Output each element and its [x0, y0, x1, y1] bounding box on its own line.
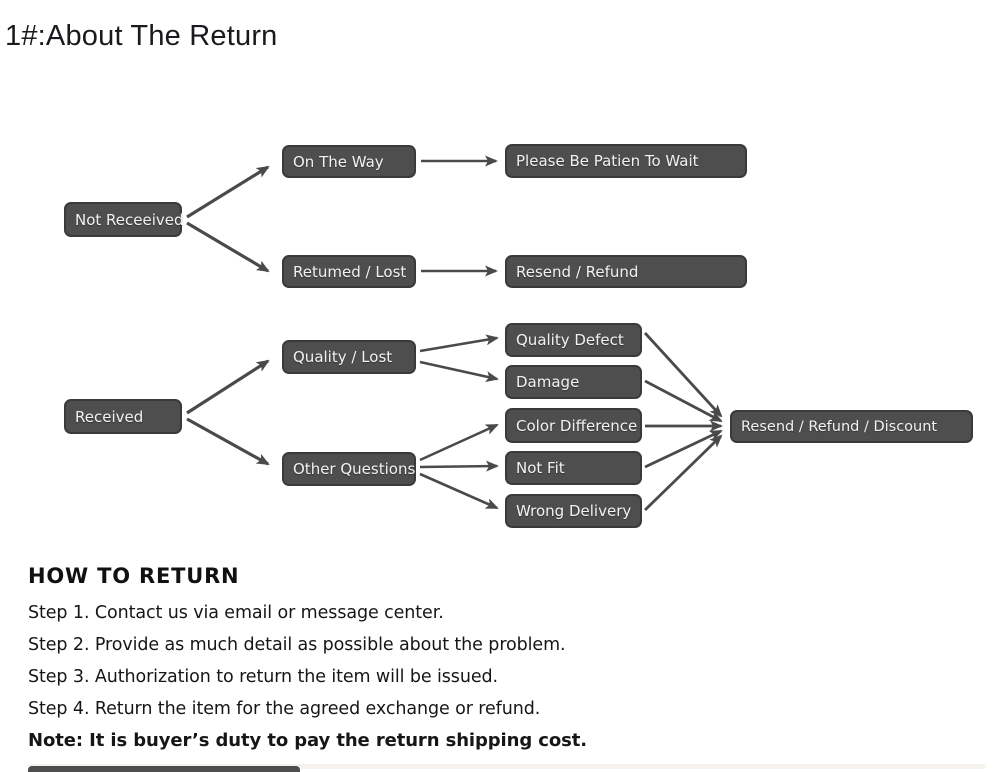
node-damage: Damage [505, 365, 642, 399]
node-returned-lost: Retumed / Lost [282, 255, 416, 288]
arrow-received-qualitylost [186, 359, 270, 415]
return-step-4: Step 4. Return the item for the agreed e… [28, 699, 541, 719]
arrow-qualitylost-damage [419, 360, 499, 382]
how-to-return-heading: HOW TO RETURN [28, 564, 240, 588]
node-on-the-way: On The Way [282, 145, 416, 178]
node-not-received: Not Receeived [64, 202, 184, 237]
return-step-3: Step 3. Authorization to return the item… [28, 667, 498, 687]
arrow-received-otherq [186, 417, 270, 466]
node-other-questions: Other Questions [282, 452, 416, 486]
arrow-notreceived-returned [186, 221, 270, 273]
arrow-otherq-wrongdel [419, 472, 499, 510]
arrow-defect-final [643, 332, 723, 418]
arrow-otherq-colordiff [419, 423, 499, 462]
node-please-be-patient: Please Be Patien To Wait [505, 144, 747, 178]
return-step-1: Step 1. Contact us via email or message … [28, 603, 444, 623]
page-title: 1#:About The Return [5, 20, 278, 52]
next-section-faint-edge [28, 764, 986, 769]
arrow-notreceived-ontheway [186, 165, 270, 219]
node-wrong-delivery: Wrong Delivery [505, 494, 642, 528]
node-resend-refund-discount: Resend / Refund / Discount [730, 410, 973, 443]
node-resend-refund: Resend / Refund [505, 255, 747, 288]
flowchart-arrows [186, 155, 723, 512]
arrow-otherq-notfit [419, 460, 499, 472]
return-note: Note: It is buyer’s duty to pay the retu… [28, 730, 587, 751]
arrow-notfit-final [644, 429, 723, 469]
arrow-damage-final [644, 379, 723, 423]
node-quality-lost: Quality / Lost [282, 340, 416, 374]
node-received: Received [64, 399, 182, 434]
node-color-difference: Color Difference [505, 408, 642, 443]
node-quality-defect: Quality Defect [505, 323, 642, 357]
arrow-qualitylost-defect [419, 334, 499, 353]
node-not-fit: Not Fit [505, 451, 642, 485]
arrow-wrongdel-final [644, 434, 723, 512]
return-step-2: Step 2. Provide as much detail as possib… [28, 635, 566, 655]
how-to-return-section: HOW TO RETURN Step 1. Contact us via ema… [28, 564, 587, 757]
next-section-strip [28, 766, 300, 772]
